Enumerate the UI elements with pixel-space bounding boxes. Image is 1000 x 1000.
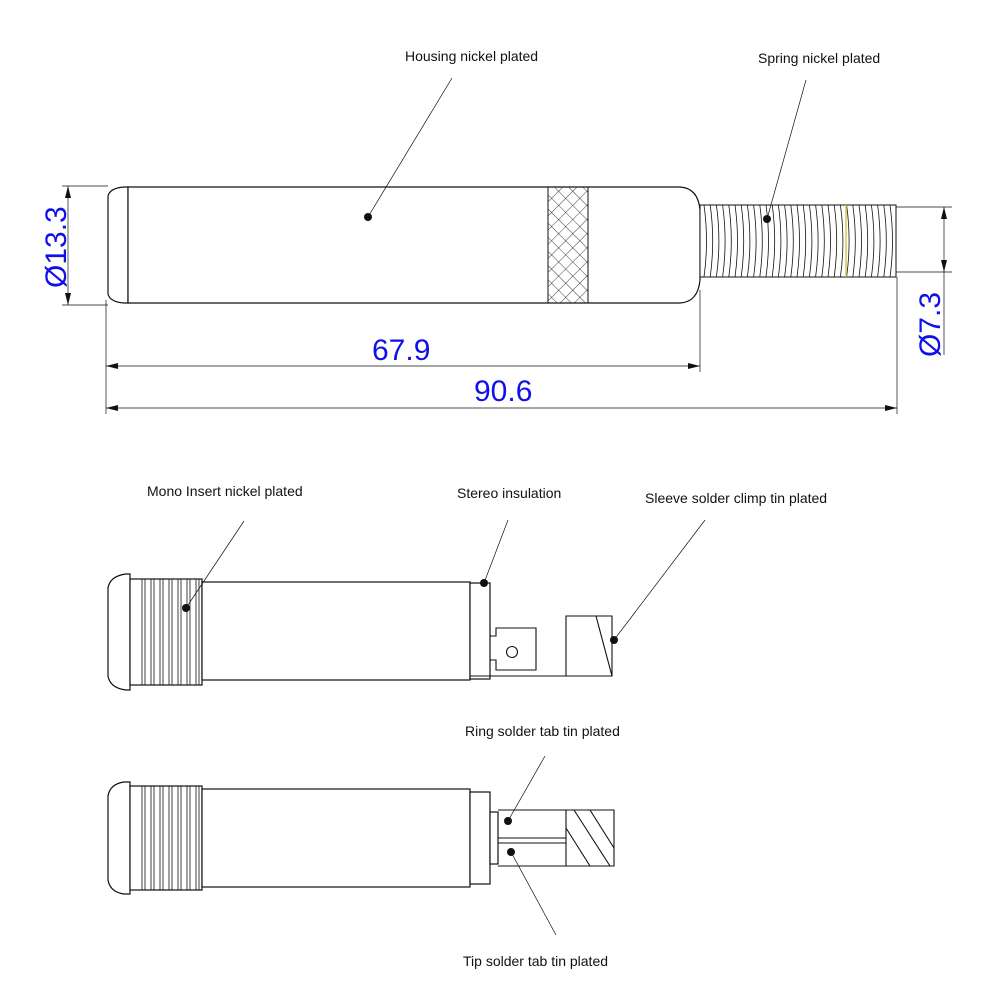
- sleeve-leader: [613, 519, 706, 641]
- dim-arrow-d13-bottom: [65, 293, 71, 305]
- spring-coil: [703, 204, 707, 278]
- label-spring: Spring nickel plated: [758, 50, 880, 66]
- bottom-body: [201, 788, 471, 888]
- tip-leader: [510, 851, 557, 936]
- bottom-insulation: [469, 791, 491, 885]
- dim-arrow-67-right: [688, 363, 700, 369]
- spring-coil: [852, 204, 856, 278]
- label-sleeve-solder: Sleeve solder climp tin plated: [645, 490, 827, 506]
- spring-coil: [809, 204, 813, 278]
- housing-leader: [367, 77, 453, 218]
- stereo-insulation: [469, 582, 491, 680]
- bottom-terminal: [498, 809, 615, 867]
- ring-leader: [507, 755, 546, 822]
- spring-coil: [883, 204, 887, 278]
- label-housing: Housing nickel plated: [405, 48, 538, 64]
- bottom-flange: [107, 781, 131, 895]
- spring-coil: [759, 204, 763, 278]
- spring-coil: [771, 204, 776, 278]
- housing-view: [62, 77, 952, 414]
- sleeve-diag: [595, 615, 613, 677]
- mono-leader: [185, 520, 245, 609]
- spring-coil: [889, 204, 893, 278]
- insert-thread-lines-1: [141, 579, 200, 685]
- bottom-diag-2: [589, 809, 615, 849]
- dim-text-d7: Ø7.3: [914, 292, 947, 357]
- dim-arrow-90-right: [885, 405, 897, 411]
- spring-coil: [740, 204, 745, 278]
- dim-text-67: 67.9: [372, 334, 430, 367]
- insert-side-view: [107, 519, 706, 691]
- dim-arrow-d7-top: [941, 207, 947, 219]
- bottom-thread-base: [129, 785, 203, 891]
- dim-text-d13: Ø13.3: [40, 206, 73, 288]
- spring-coil: [747, 204, 751, 278]
- dim-arrow-90-left: [106, 405, 118, 411]
- spring-coil: [821, 204, 825, 278]
- spring-coil: [815, 204, 819, 278]
- stereo-leader: [483, 519, 509, 584]
- spring-coil: [833, 204, 838, 278]
- housing-body: [127, 186, 701, 304]
- spring-coil: [796, 204, 800, 278]
- spring-leader: [766, 79, 807, 220]
- bottom-tab-block: [489, 811, 499, 865]
- spring-coil: [877, 204, 881, 278]
- label-stereo-insulation: Stereo insulation: [457, 485, 561, 501]
- solder-tab-inner: [490, 627, 537, 671]
- spring-coil: [827, 204, 831, 278]
- insert-body: [201, 581, 471, 681]
- front-flange: [107, 186, 129, 304]
- spring-coil: [765, 204, 769, 278]
- knurl-band: [547, 186, 589, 304]
- spring-coil: [790, 204, 794, 278]
- spring-coil: [871, 204, 875, 278]
- dim-arrow-d7-bottom: [941, 260, 947, 272]
- label-tip-solder: Tip solder tab tin plated: [463, 953, 608, 969]
- spring-coil: [840, 204, 844, 278]
- spring-coil: [864, 204, 869, 278]
- solder-tab-hole: [505, 645, 519, 659]
- dim-text-90: 90.6: [474, 375, 532, 408]
- spring-coil: [709, 204, 714, 278]
- dim-arrow-d13-top: [65, 186, 71, 198]
- insert-thread-lines-2: [141, 786, 200, 890]
- spring-coils: [703, 204, 893, 278]
- bottom-diag-1: [573, 809, 611, 867]
- bottom-diag-3: [565, 827, 591, 867]
- label-ring-solder: Ring solder tab tin plated: [465, 723, 620, 739]
- spring-coil: [802, 204, 807, 278]
- spring-coil: [722, 204, 726, 278]
- dim-arrow-67-left: [106, 363, 118, 369]
- spring-coil: [846, 204, 850, 278]
- spring-coil: [753, 204, 757, 278]
- spring-coil: [784, 204, 788, 278]
- insert-thread-base: [129, 578, 203, 686]
- spring-coil: [728, 204, 732, 278]
- label-mono-insert: Mono Insert nickel plated: [147, 483, 303, 499]
- spring-coil: [716, 204, 720, 278]
- insert-top-view: [107, 755, 615, 936]
- spring-coil: [778, 204, 782, 278]
- spring-coil: [858, 204, 862, 278]
- spring-coil: [734, 204, 738, 278]
- insert-flange: [107, 573, 131, 691]
- solder-tab-frame: [470, 615, 613, 677]
